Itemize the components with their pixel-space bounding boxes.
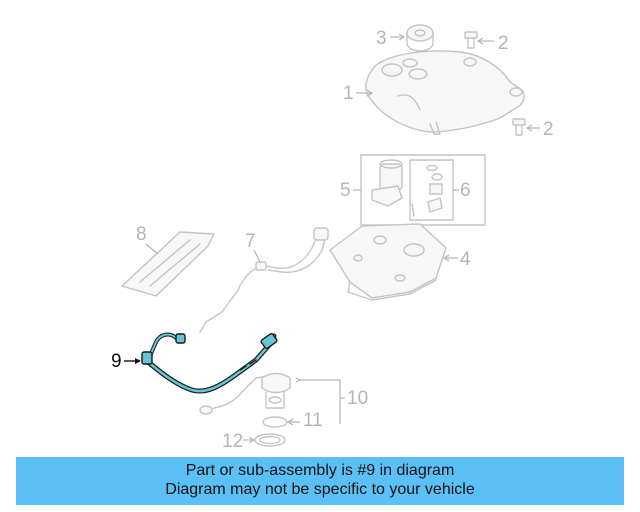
callout-9: 9 — [111, 351, 122, 372]
leader-7 — [253, 249, 261, 263]
callout-10: 10 — [347, 388, 368, 409]
info-banner: Part or sub-assembly is #9 in diagram Di… — [16, 457, 624, 505]
callout-4: 4 — [460, 249, 471, 270]
callout-8: 8 — [136, 224, 147, 245]
callout-3: 3 — [376, 28, 387, 49]
part-2-bolt-top — [464, 31, 478, 49]
part-2-bolt-bottom — [512, 118, 526, 136]
part-12-clamp — [254, 433, 286, 447]
callout-7: 7 — [245, 231, 256, 252]
part-8-bracket — [121, 231, 215, 297]
banner-line-1: Part or sub-assembly is #9 in diagram — [185, 462, 455, 479]
callout-11: 11 — [303, 410, 323, 431]
callout-5: 5 — [340, 180, 351, 201]
part-6-hardware — [426, 164, 443, 213]
leader-8 — [145, 243, 159, 255]
part-5-pump — [371, 159, 415, 217]
part-3-bushing — [406, 24, 434, 52]
callout-2-top: 2 — [498, 33, 509, 54]
part-1-reservoir — [365, 50, 525, 135]
part-10-sensor — [199, 372, 291, 415]
part-11-o-ring — [262, 416, 288, 428]
callout-12: 12 — [222, 431, 243, 452]
callout-2-bottom: 2 — [543, 119, 554, 140]
part-9-highlighted-line — [141, 332, 278, 394]
callout-1: 1 — [343, 83, 354, 104]
callout-6: 6 — [460, 180, 471, 201]
part-7-line — [199, 227, 329, 333]
banner-line-2: Diagram may not be specific to your vehi… — [165, 481, 475, 498]
leader-10 — [295, 377, 341, 424]
part-4-bracket — [329, 223, 447, 301]
